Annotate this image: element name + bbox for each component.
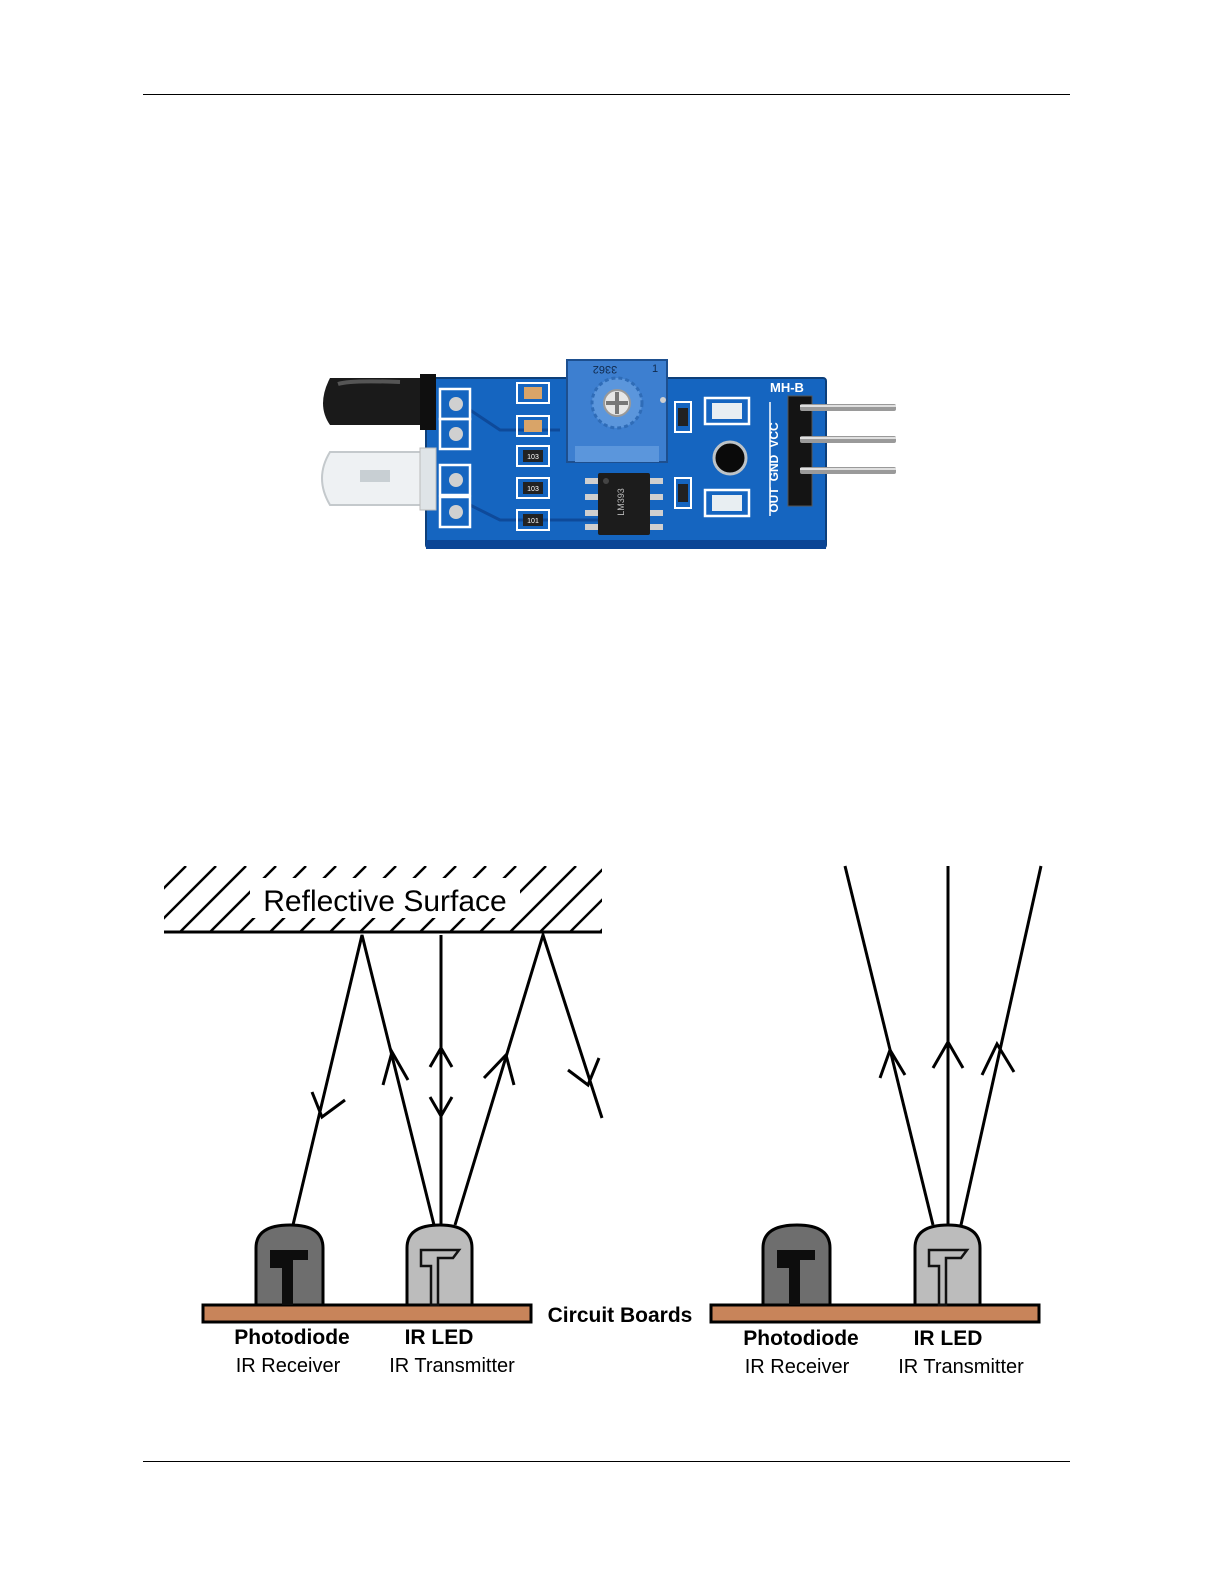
- arrowhead-down: [312, 1092, 345, 1117]
- left-receiver-subtitle: IR Receiver: [236, 1355, 341, 1377]
- circuit-board-left: [203, 1305, 531, 1322]
- ir-led-left: [407, 1225, 472, 1305]
- photodiode-right: [763, 1225, 830, 1305]
- hatch-line: [180, 866, 246, 932]
- hatch-line: [120, 866, 186, 932]
- right-emitter-subtitle: IR Transmitter: [898, 1356, 1024, 1378]
- left-emitter-subtitle: IR Transmitter: [389, 1355, 515, 1377]
- right-emitter-title: IR LED: [914, 1327, 983, 1350]
- hatch-line: [600, 866, 666, 932]
- ray-reflected-to-receiver: [293, 935, 434, 1225]
- circuit-boards-label: Circuit Boards: [548, 1304, 693, 1327]
- photodiode-left: [256, 1225, 323, 1305]
- hatch-line: [630, 866, 696, 932]
- circuit-board-right: [711, 1305, 1039, 1322]
- reflective-surface-label: Reflective Surface: [263, 885, 506, 918]
- right-receiver-subtitle: IR Receiver: [745, 1356, 850, 1378]
- hatch-line: [150, 866, 216, 932]
- reflected-ray-paths: [293, 935, 602, 1225]
- right-receiver-title: Photodiode: [743, 1327, 858, 1350]
- left-emitter-title: IR LED: [405, 1326, 474, 1349]
- hatch-line: [540, 866, 606, 932]
- escaping-ray-paths: [845, 866, 1041, 1225]
- ir-led-right: [915, 1225, 980, 1305]
- hatch-line: [570, 866, 636, 932]
- left-receiver-title: Photodiode: [234, 1326, 349, 1349]
